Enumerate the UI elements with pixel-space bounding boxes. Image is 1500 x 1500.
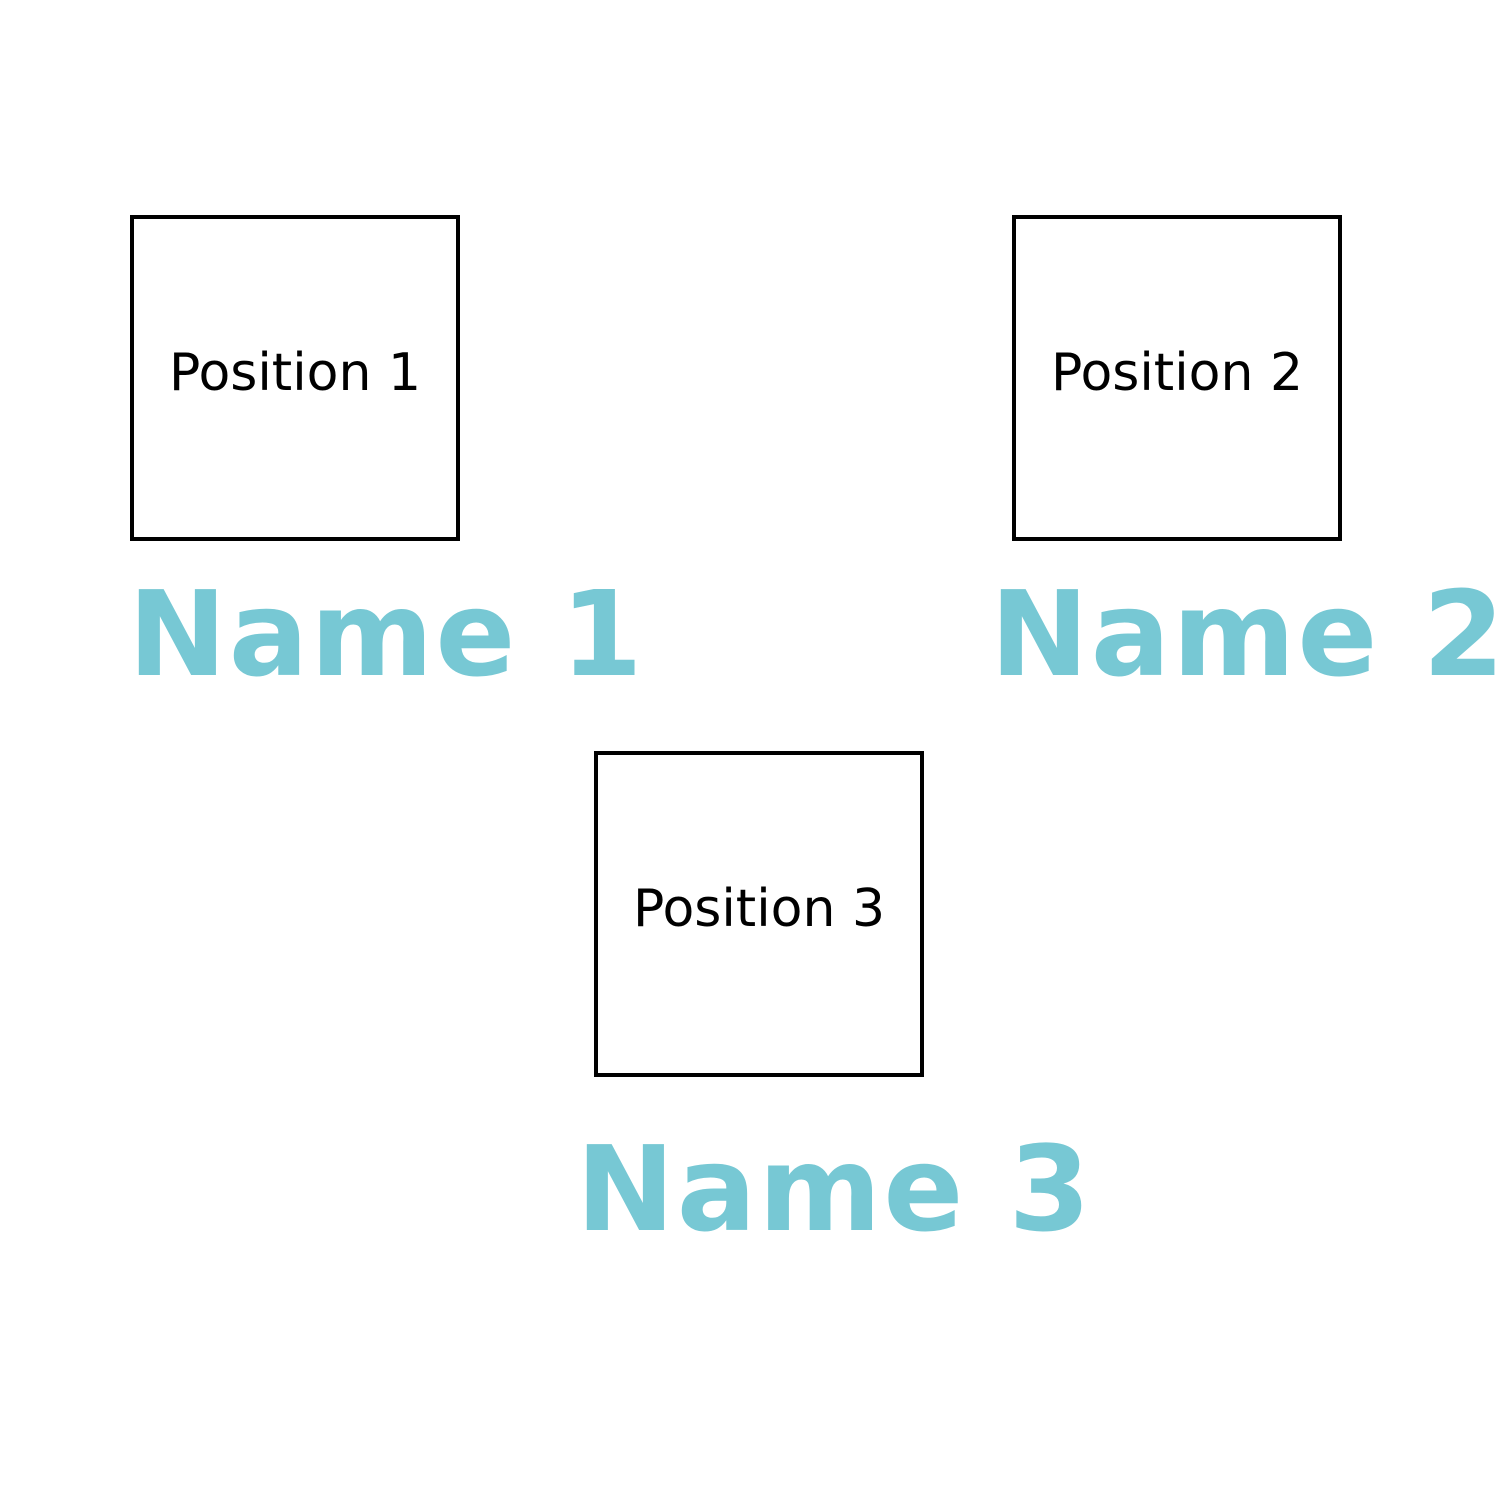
position-label-2: Position 2 [1050, 343, 1304, 403]
position-label-3: Position 3 [632, 879, 886, 939]
name-label-1: Name 1 [128, 565, 645, 703]
position-box-2: Position 2 [1012, 215, 1342, 541]
name-label-2: Name 2 [990, 565, 1500, 703]
name-label-3: Name 3 [576, 1120, 1093, 1258]
position-label-1: Position 1 [168, 343, 422, 403]
position-box-1: Position 1 [130, 215, 460, 541]
position-box-3: Position 3 [594, 751, 924, 1077]
